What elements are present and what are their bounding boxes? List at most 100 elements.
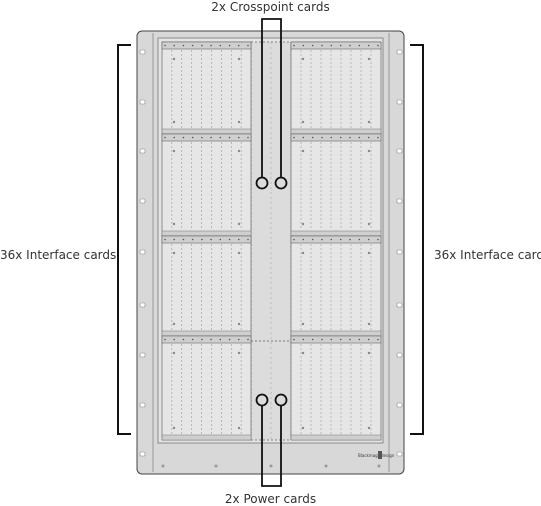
slot-screw xyxy=(191,338,194,341)
screw xyxy=(301,149,305,153)
slot-screw xyxy=(377,238,379,241)
slot-screw xyxy=(247,136,249,139)
screw xyxy=(367,426,371,430)
slot-screw xyxy=(182,136,185,139)
slot-screw xyxy=(293,44,295,47)
slot-screw xyxy=(201,136,203,139)
rack-mount-hole xyxy=(139,49,146,55)
screw xyxy=(161,464,165,468)
slot-screw xyxy=(330,238,333,241)
slot-screw xyxy=(321,44,323,47)
brand-mark xyxy=(378,451,382,459)
screw xyxy=(324,464,328,468)
slot-screw xyxy=(311,136,314,139)
slot-screw xyxy=(339,44,342,47)
slot-screw xyxy=(210,238,212,241)
slot-screw xyxy=(191,44,194,47)
rack-mount-hole xyxy=(396,148,403,154)
slot-screw xyxy=(247,238,249,241)
screw xyxy=(269,464,273,468)
slot-screw xyxy=(302,338,305,341)
rack-mount-hole xyxy=(396,198,403,204)
slot-screw xyxy=(219,338,222,341)
screw xyxy=(237,57,241,61)
screw xyxy=(301,120,305,124)
slot-screw xyxy=(219,44,222,47)
card-bay-rail xyxy=(290,41,382,50)
slot-screw xyxy=(228,338,231,341)
slot-screw xyxy=(358,136,361,139)
slot-screw xyxy=(201,238,203,241)
slot-screw xyxy=(293,238,295,241)
power-marker-left xyxy=(255,393,269,407)
slot-screw xyxy=(321,338,323,341)
slot-screw xyxy=(173,238,176,241)
slot-screw xyxy=(358,44,361,47)
rack-mount-hole xyxy=(139,198,146,204)
slot-screw xyxy=(377,136,379,139)
screw xyxy=(367,351,371,355)
slot-screw xyxy=(339,338,342,341)
slot-screw xyxy=(302,238,305,241)
slot-screw xyxy=(237,338,240,341)
screw xyxy=(172,251,176,255)
screw xyxy=(301,322,305,326)
slot-screw xyxy=(191,136,194,139)
slot-screw xyxy=(367,136,370,139)
screw xyxy=(172,120,176,124)
rack-mount-hole xyxy=(139,148,146,154)
rack-mount-hole xyxy=(396,302,403,308)
slot-screw xyxy=(349,338,351,341)
slot-screw xyxy=(237,44,240,47)
slot-screw xyxy=(321,136,323,139)
callout-crosspoint-left xyxy=(261,18,282,177)
interface-card-bay xyxy=(161,41,252,135)
slot-screw xyxy=(247,44,249,47)
brand-logo: Blackmagicdesign xyxy=(358,453,395,458)
screw xyxy=(172,351,176,355)
slot-screw xyxy=(247,338,249,341)
card-bay-rail xyxy=(161,230,252,237)
slot-screw xyxy=(349,136,351,139)
slot-screw xyxy=(237,238,240,241)
slot-screw xyxy=(311,44,314,47)
slot-screw xyxy=(330,44,333,47)
power-marker-right xyxy=(274,393,288,407)
screw xyxy=(237,251,241,255)
slot-screw xyxy=(201,338,203,341)
interface-card-bay xyxy=(290,335,382,441)
screw xyxy=(367,222,371,226)
screw xyxy=(367,322,371,326)
screw xyxy=(301,57,305,61)
screw xyxy=(172,149,176,153)
slot-screw xyxy=(210,44,212,47)
card-bay-rail xyxy=(161,235,252,244)
slot-screw xyxy=(293,338,295,341)
slot-screw xyxy=(173,338,176,341)
card-bay-rail xyxy=(161,330,252,337)
interface-card-bay xyxy=(161,235,252,337)
slot-screw xyxy=(302,44,305,47)
crosspoint-marker-left xyxy=(255,176,269,190)
crosspoint-marker-right xyxy=(274,176,288,190)
card-bay-rail xyxy=(290,335,382,344)
screw xyxy=(237,222,241,226)
rack-mount-hole xyxy=(139,99,146,105)
slot-screw xyxy=(311,238,314,241)
screw xyxy=(367,57,371,61)
card-bay-rail xyxy=(290,330,382,337)
slot-screw xyxy=(330,338,333,341)
screw xyxy=(367,120,371,124)
slot-screw xyxy=(173,136,176,139)
screw xyxy=(172,426,176,430)
slot-screw xyxy=(164,238,166,241)
slot-screw xyxy=(339,238,342,241)
slot-screw xyxy=(164,136,166,139)
slot-screw xyxy=(377,44,379,47)
screw xyxy=(237,426,241,430)
power-cards-label: 2x Power cards xyxy=(224,492,317,506)
screw xyxy=(172,322,176,326)
slot-screw xyxy=(182,44,185,47)
card-bay-rail xyxy=(161,41,252,50)
slot-screw xyxy=(349,238,351,241)
